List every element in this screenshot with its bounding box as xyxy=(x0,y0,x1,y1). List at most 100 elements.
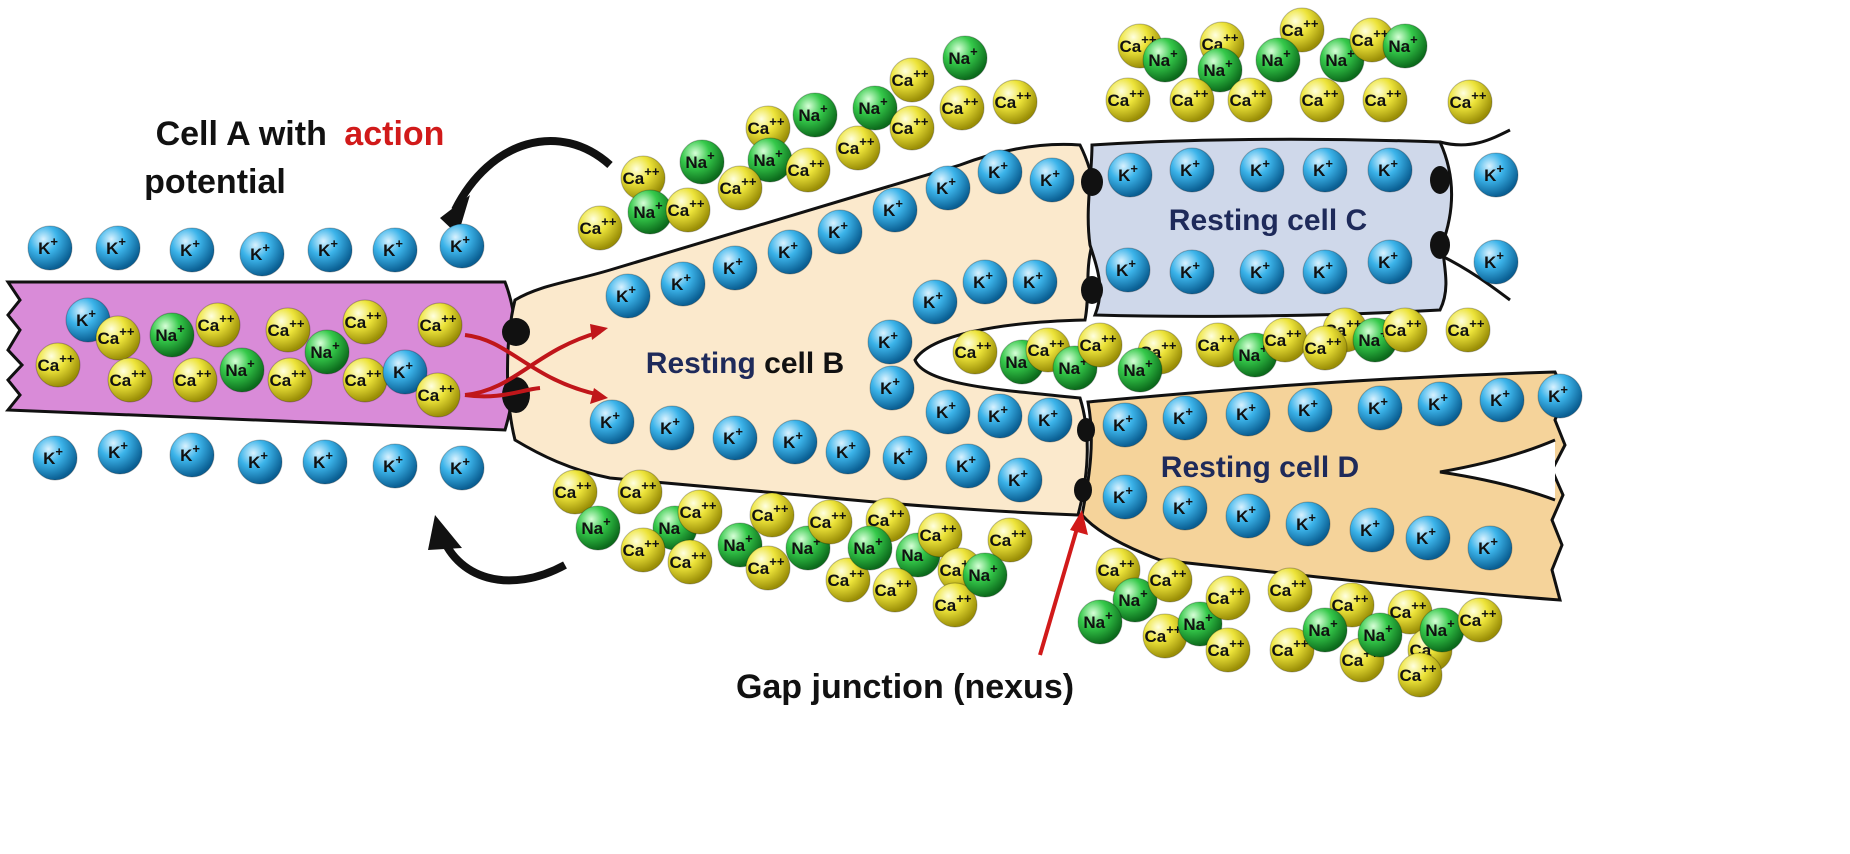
calcium-ion: Ca++ xyxy=(265,307,311,353)
calcium-ion: Ca++ xyxy=(889,57,935,103)
calcium-ion: Ca++ xyxy=(987,517,1033,563)
calcium-ion: Ca++ xyxy=(1195,322,1241,368)
potassium-ion: K+ xyxy=(1029,157,1075,203)
calcium-ion: Ca++ xyxy=(35,342,81,388)
sodium-ion: Na+ xyxy=(747,137,793,183)
calcium-ion: Ca++ xyxy=(1169,77,1215,123)
potassium-ion: K+ xyxy=(1162,395,1208,441)
cell-b-label: Resting cell B xyxy=(646,347,844,380)
potassium-ion: K+ xyxy=(977,149,1023,195)
potassium-ion: K+ xyxy=(997,457,1043,503)
sodium-ion: Na+ xyxy=(304,329,350,375)
potassium-ion: K+ xyxy=(1225,391,1271,437)
calcium-ion: Ca++ xyxy=(342,357,388,403)
curved-arrow-top xyxy=(451,137,613,212)
current-flow-arrows xyxy=(464,330,601,399)
cell-c-label: Resting cell C xyxy=(1169,204,1367,237)
calcium-ion: Ca++ xyxy=(577,205,623,251)
calcium-ion: Ca++ xyxy=(1262,317,1308,363)
sodium-ion: Na+ xyxy=(219,347,265,393)
cell-a-label-line2: potential xyxy=(144,163,286,201)
potassium-ion: K+ xyxy=(1102,402,1148,448)
calcium-ion: Ca++ xyxy=(172,357,218,403)
sodium-ion: Na+ xyxy=(1197,47,1243,93)
potassium-ion: K+ xyxy=(1357,385,1403,431)
potassium-ion: K+ xyxy=(649,405,695,451)
potassium-ion: K+ xyxy=(1285,501,1331,547)
potassium-ion: K+ xyxy=(1102,474,1148,520)
calcium-ion: Ca++ xyxy=(785,147,831,193)
calcium-ion: Ca++ xyxy=(1205,627,1251,673)
potassium-ion: K+ xyxy=(1349,507,1395,553)
potassium-ion: K+ xyxy=(1239,249,1285,295)
calcium-ion: Ca++ xyxy=(1397,652,1443,698)
calcium-ion: Ca++ xyxy=(745,105,791,151)
gap-junction-pointer-arrow xyxy=(1038,524,1080,656)
potassium-ion: K+ xyxy=(439,223,485,269)
calcium-ion: Ca++ xyxy=(1077,322,1123,368)
potassium-ion: K+ xyxy=(1012,259,1058,305)
potassium-ion: K+ xyxy=(372,227,418,273)
calcium-ion: Ca++ xyxy=(1447,79,1493,125)
calcium-ion: Ca++ xyxy=(1105,77,1151,123)
calcium-ion: Ca++ xyxy=(1227,77,1273,123)
sodium-ion: Na+ xyxy=(575,505,621,551)
potassium-ion: K+ xyxy=(1027,397,1073,443)
calcium-ion: Ca++ xyxy=(1267,567,1313,613)
potassium-ion: K+ xyxy=(869,365,915,411)
calcium-ion: Ca++ xyxy=(95,315,141,361)
potassium-ion: K+ xyxy=(925,165,971,211)
calcium-ion: Ca++ xyxy=(1142,613,1188,659)
potassium-ion: K+ xyxy=(1105,247,1151,293)
sodium-ion: Na+ xyxy=(1382,23,1428,69)
calcium-ion: Ca++ xyxy=(939,85,985,131)
sodium-ion: Na+ xyxy=(942,35,988,81)
sodium-ion: Na+ xyxy=(1177,601,1223,647)
calcium-ion: Ca++ xyxy=(552,469,598,515)
cell-d-label: Resting cell D xyxy=(1161,451,1359,484)
calcium-ion: Ca++ xyxy=(1299,77,1345,123)
sodium-ion: Na+ xyxy=(1302,607,1348,653)
calcium-ion: Ca++ xyxy=(417,302,463,348)
potassium-ion: K+ xyxy=(1367,239,1413,285)
potassium-ion: K+ xyxy=(382,349,428,395)
potassium-ion: K+ xyxy=(767,229,813,275)
potassium-ion: K+ xyxy=(712,245,758,291)
calcium-ion: Ca++ xyxy=(677,489,723,535)
potassium-ion: K+ xyxy=(1107,152,1153,198)
potassium-ion: K+ xyxy=(169,227,215,273)
potassium-ion: K+ xyxy=(97,429,143,475)
calcium-ion: Ca++ xyxy=(1457,597,1503,643)
potassium-ion: K+ xyxy=(867,319,913,365)
potassium-ion: K+ xyxy=(1225,493,1271,539)
potassium-ion: K+ xyxy=(95,225,141,271)
sodium-ion: Na+ xyxy=(1255,37,1301,83)
sodium-ion: Na+ xyxy=(847,525,893,571)
potassium-ion: K+ xyxy=(372,443,418,489)
potassium-ion: K+ xyxy=(977,393,1023,439)
calcium-ion: Ca++ xyxy=(717,165,763,211)
calcium-ion: Ca++ xyxy=(415,372,461,418)
sodium-ion: Na+ xyxy=(962,552,1008,598)
sodium-ion: Na+ xyxy=(679,139,725,185)
potassium-ion: K+ xyxy=(925,389,971,435)
potassium-ion: K+ xyxy=(589,399,635,445)
potassium-ion: K+ xyxy=(872,187,918,233)
potassium-ion: K+ xyxy=(302,439,348,485)
calcium-ion: Ca++ xyxy=(1147,557,1193,603)
calcium-ion: Ca++ xyxy=(1382,307,1428,353)
gap-junction-blobs xyxy=(502,166,1450,502)
potassium-ion: K+ xyxy=(169,432,215,478)
sodium-ion: Na+ xyxy=(149,312,195,358)
calcium-ion: Ca++ xyxy=(992,79,1038,125)
calcium-ion: Ca++ xyxy=(745,545,791,591)
potassium-ion: K+ xyxy=(1417,381,1463,427)
sodium-ion: Na+ xyxy=(1112,577,1158,623)
cell-a-label: Cell A with action xyxy=(156,115,445,153)
calcium-ion: Ca++ xyxy=(872,567,918,613)
potassium-ion: K+ xyxy=(912,279,958,325)
potassium-ion: K+ xyxy=(1537,373,1583,419)
potassium-ion: K+ xyxy=(1405,515,1451,561)
potassium-ion: K+ xyxy=(1169,249,1215,295)
